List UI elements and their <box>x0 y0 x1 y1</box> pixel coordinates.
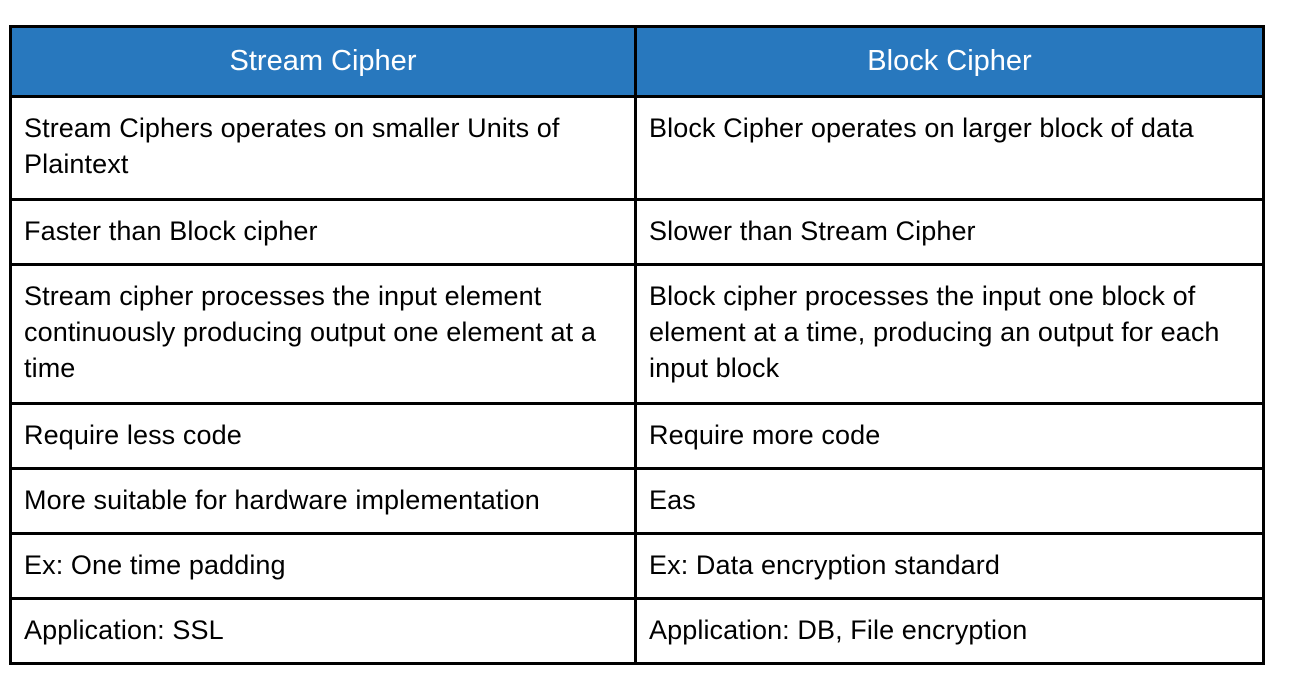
cell-text: Slower than Stream Cipher <box>649 216 976 246</box>
table-row: Application: SSL Application: DB, File e… <box>9 597 1265 665</box>
cell-stream-5: Ex: One time padding <box>9 532 637 600</box>
cell-stream-2: Stream cipher processes the input elemen… <box>9 263 637 405</box>
cipher-comparison-table: Stream Cipher Block Cipher Stream Cipher… <box>9 25 1265 665</box>
table-row: Ex: One time padding Ex: Data encryption… <box>9 532 1265 600</box>
table-row: Require less code Require more code <box>9 402 1265 470</box>
cell-text: Application: DB, File encryption <box>649 615 1028 645</box>
column-header-stream-cipher: Stream Cipher <box>9 25 637 98</box>
cell-block-6: Application: DB, File encryption <box>634 597 1265 665</box>
cell-text: Faster than Block cipher <box>24 216 318 246</box>
cell-text: More suitable for hardware implementatio… <box>24 485 540 515</box>
cell-text: Block cipher processes the input one blo… <box>649 281 1220 383</box>
column-header-stream-cipher-label: Stream Cipher <box>229 44 417 77</box>
cell-block-5: Ex: Data encryption standard <box>634 532 1265 600</box>
cell-stream-0: Stream Ciphers operates on smaller Units… <box>9 95 637 201</box>
cell-stream-3: Require less code <box>9 402 637 470</box>
cell-stream-6: Application: SSL <box>9 597 637 665</box>
table-row: Stream Ciphers operates on smaller Units… <box>9 95 1265 201</box>
cell-text: Application: SSL <box>24 615 224 645</box>
table-row: Faster than Block cipher Slower than Str… <box>9 198 1265 266</box>
cell-text: Ex: Data encryption standard <box>649 550 1000 580</box>
column-header-block-cipher-label: Block Cipher <box>867 44 1032 77</box>
cell-text: Require less code <box>24 420 242 450</box>
cell-block-2: Block cipher processes the input one blo… <box>634 263 1265 405</box>
cell-block-3: Require more code <box>634 402 1265 470</box>
cell-block-1: Slower than Stream Cipher <box>634 198 1265 266</box>
table-body: Stream Ciphers operates on smaller Units… <box>9 95 1265 665</box>
cell-text: Block Cipher operates on larger block of… <box>649 113 1194 143</box>
column-header-block-cipher: Block Cipher <box>634 25 1265 98</box>
cell-text: Ex: One time padding <box>24 550 286 580</box>
cell-stream-4: More suitable for hardware implementatio… <box>9 467 637 535</box>
cell-text: Stream Ciphers operates on smaller Units… <box>24 113 560 179</box>
table-row: More suitable for hardware implementatio… <box>9 467 1265 535</box>
cell-text: Require more code <box>649 420 881 450</box>
table-header: Stream Cipher Block Cipher <box>9 25 1265 98</box>
cell-block-4: Eas <box>634 467 1265 535</box>
table-row: Stream cipher processes the input elemen… <box>9 263 1265 405</box>
cell-block-0: Block Cipher operates on larger block of… <box>634 95 1265 201</box>
header-row: Stream Cipher Block Cipher <box>9 25 1265 98</box>
cell-stream-1: Faster than Block cipher <box>9 198 637 266</box>
cell-text: Eas <box>649 485 696 515</box>
cell-text: Stream cipher processes the input elemen… <box>24 281 596 383</box>
